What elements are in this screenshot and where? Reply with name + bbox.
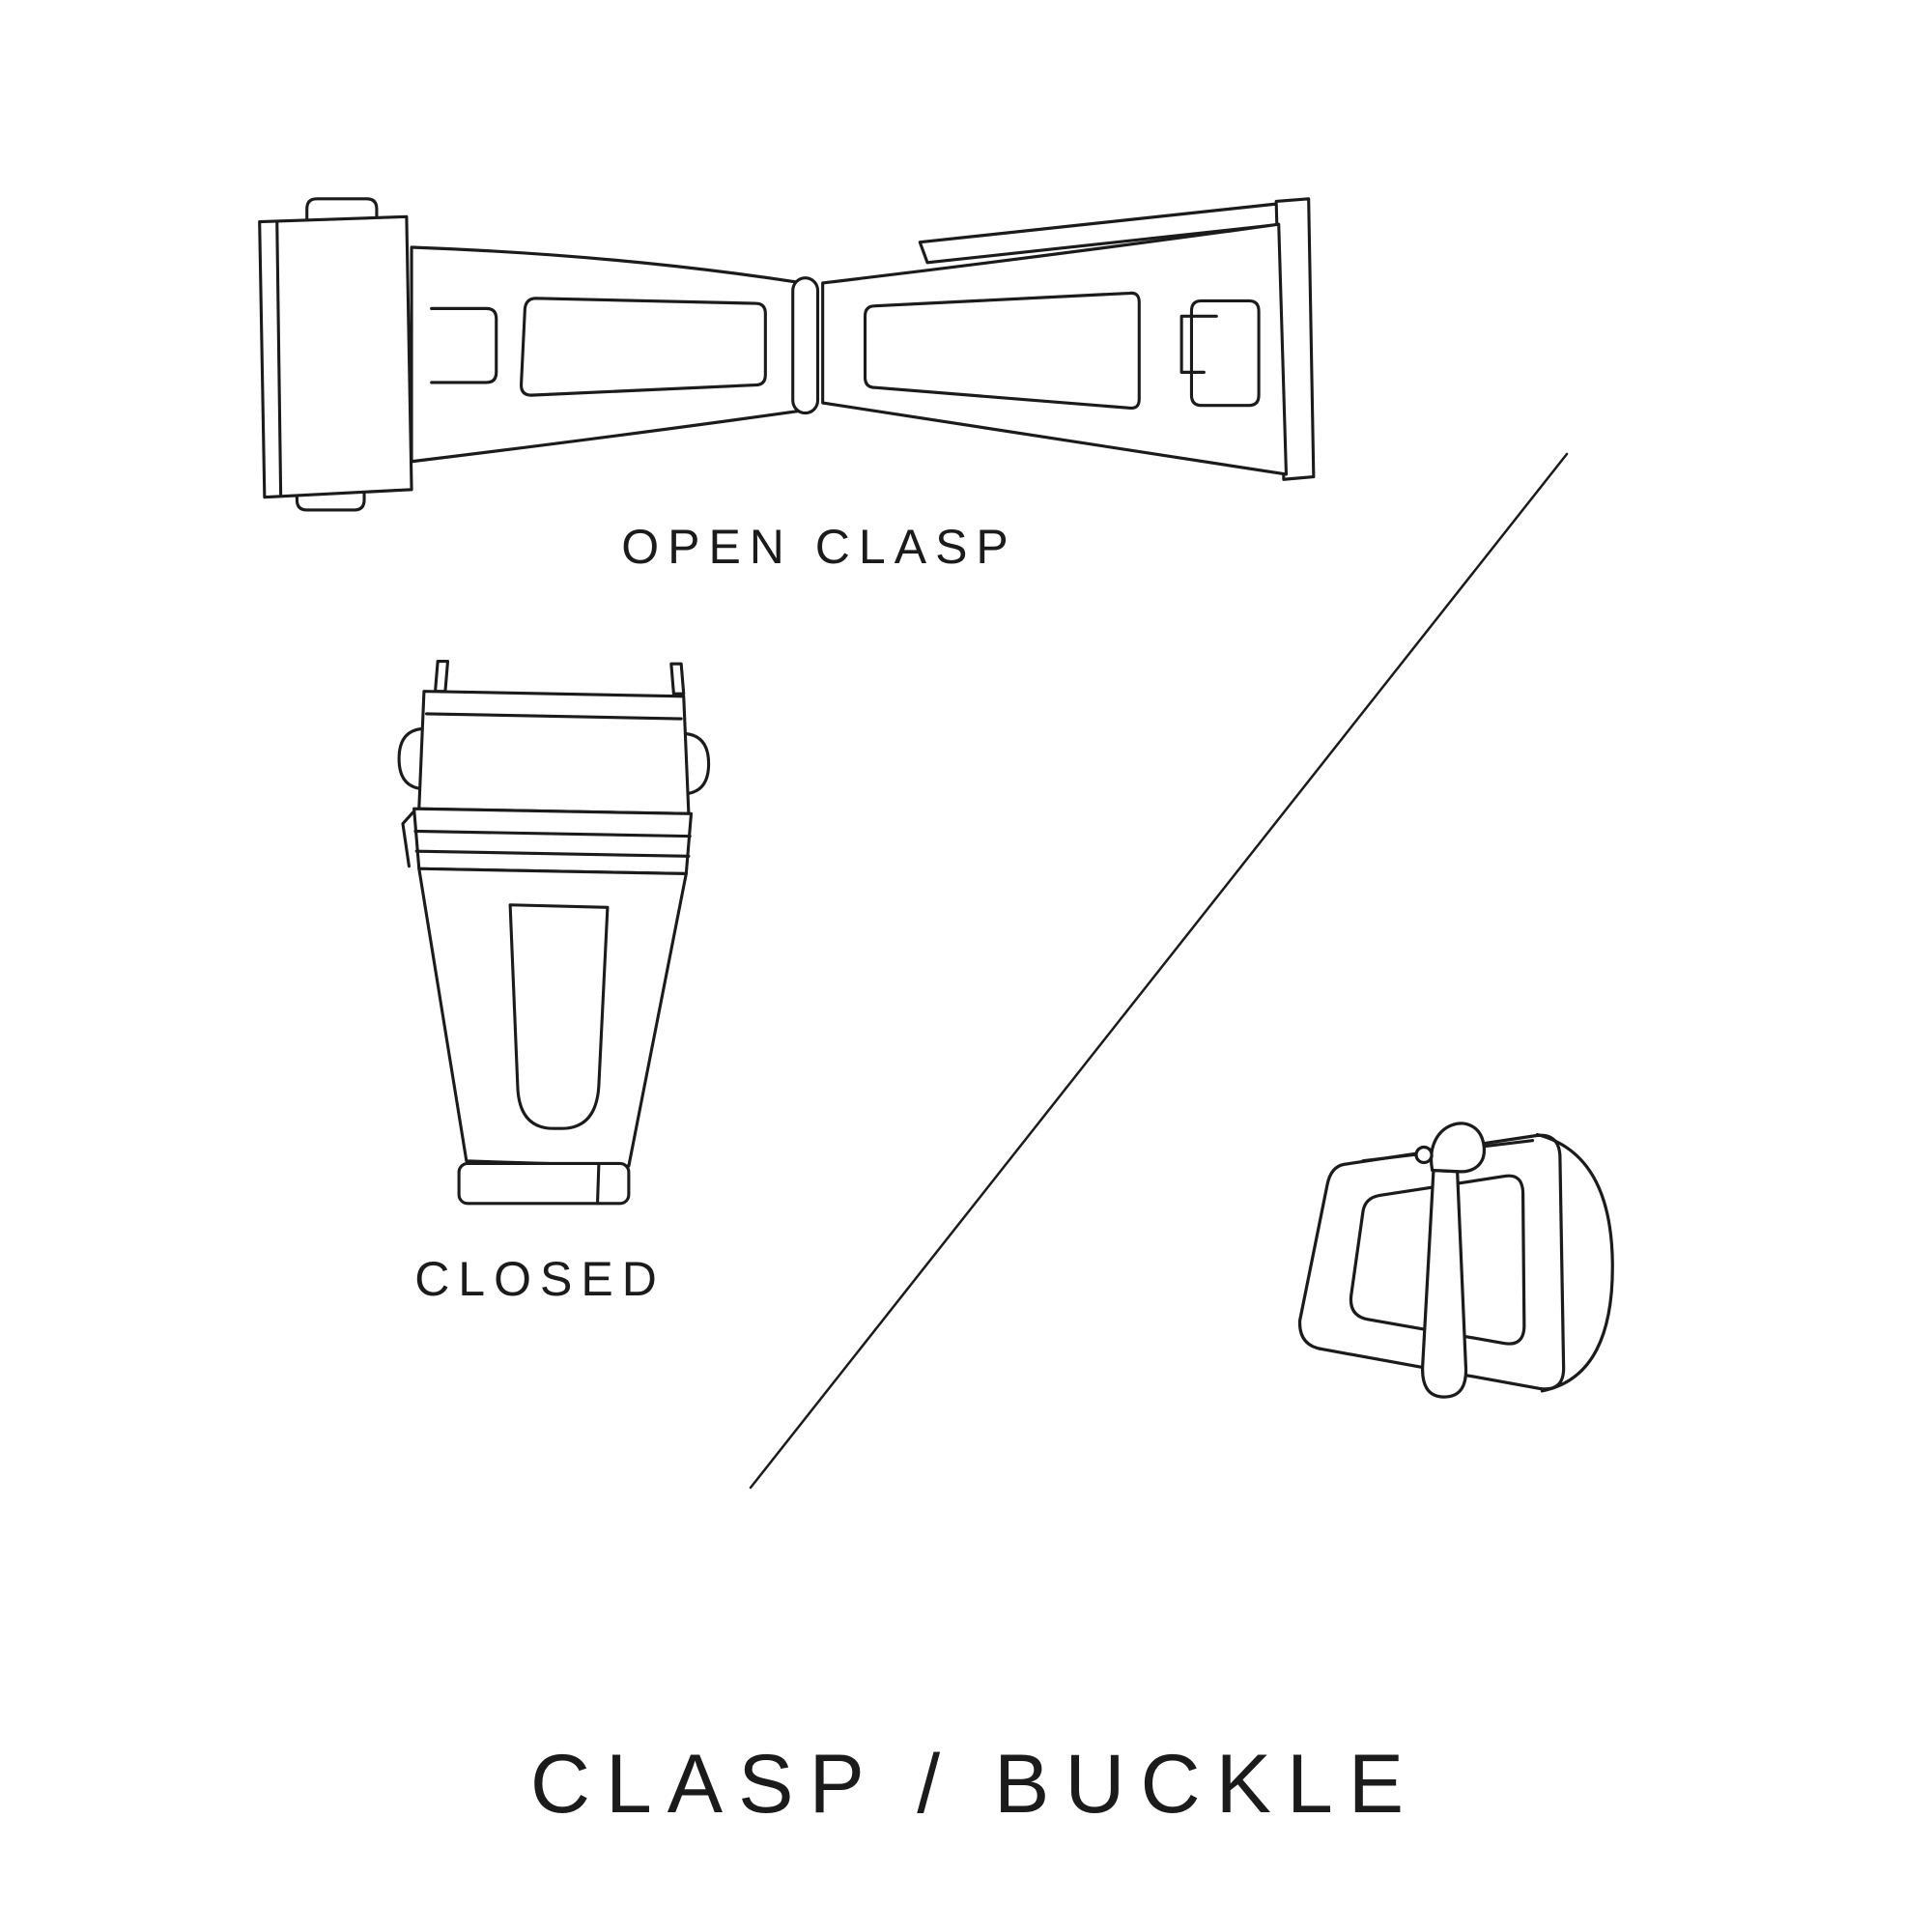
open-clasp-icon (258, 197, 1316, 512)
divider-line (734, 440, 1584, 1502)
closed-clasp-illustration (382, 659, 711, 1208)
divider-line-icon (749, 452, 1569, 1490)
page-title: CLASP / BUCKLE (529, 1738, 1420, 1831)
buckle-illustration (1246, 1096, 1652, 1442)
closed-clasp-icon (397, 660, 711, 1206)
closed-label: CLOSED (414, 1252, 666, 1306)
open-clasp-illustration (222, 184, 1319, 512)
buckle-icon (1297, 1122, 1614, 1399)
open-clasp-label: OPEN CLASP (621, 520, 1017, 574)
